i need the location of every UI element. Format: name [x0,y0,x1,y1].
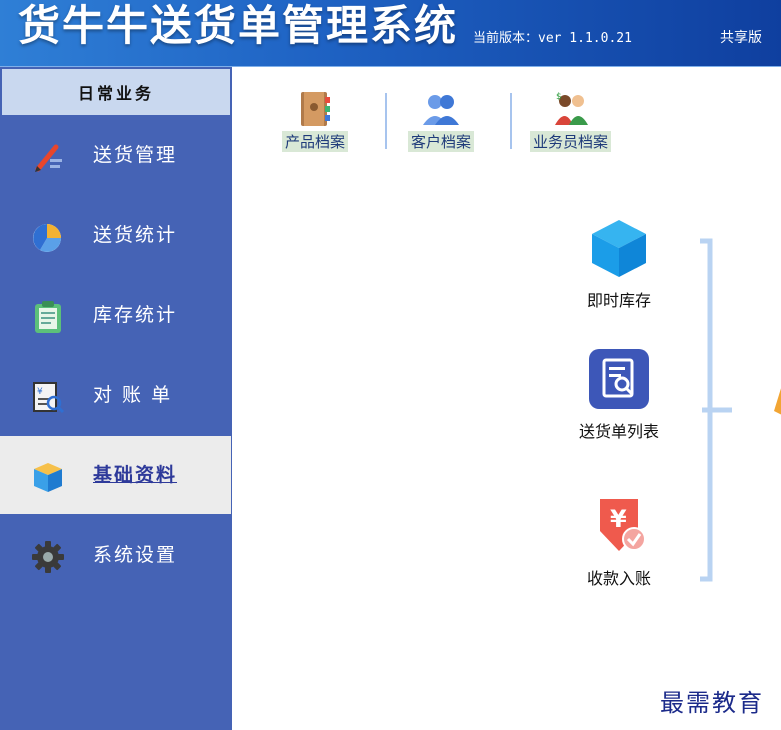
sidebar-item-inventory-statistics[interactable]: 库存统计 [0,276,231,354]
app-title: 货牛牛送货单管理系统 [18,1,459,50]
toolbar-item-label: 产品档案 [282,131,349,152]
customer-archive-button[interactable]: 客户档案 [408,89,475,152]
flow-item-label: 收款入账 [586,569,651,588]
cube-icon [592,220,646,277]
sidebar: 日常业务 送货管理 送货统计 库存统计 [0,67,232,730]
toolbar-divider [385,93,387,149]
statement-search-icon: ¥ [33,382,65,414]
pie-chart-icon [33,224,61,252]
arrow-fragment-icon [774,388,781,415]
sidebar-item-basic-data[interactable]: 基础资料 [0,436,231,514]
sidebar-item-delivery-management[interactable]: 送货管理 [0,116,231,194]
payment-receipt-button[interactable]: ¥ 收款入账 [572,495,666,589]
sidebar-item-system-settings[interactable]: 系统设置 [0,516,231,594]
sidebar-item-label: 送货管理 [93,144,178,166]
document-search-icon [589,349,649,409]
basic-data-toolbar: 产品档案 客户档案 $ 业务员档案 [232,67,781,167]
flow-bracket [700,238,732,582]
clipboard-icon [35,301,61,333]
version-label: 当前版本：ver 1.1.0.21 [473,31,632,46]
realtime-inventory-button[interactable]: 即时库存 [572,217,666,311]
sidebar-item-label: 对 账 单 [93,384,173,406]
watermark-text: 最需教育 [660,689,764,717]
sidebar-item-label: 送货统计 [93,224,178,246]
sidebar-item-label: 基础资料 [93,464,178,486]
sidebar-section-title: 日常业务 [2,69,230,115]
edition-label: 共享版 [720,30,762,46]
box-icon [34,463,62,492]
toolbar-divider [510,93,512,149]
svg-text:¥: ¥ [610,505,627,533]
flow-item-label: 即时库存 [586,291,651,310]
salesperson-archive-button[interactable]: $ 业务员档案 [530,89,612,152]
flow-item-label: 送货单列表 [578,422,659,441]
yen-receipt-icon: ¥ [600,499,646,551]
svg-text:$: $ [556,92,562,102]
gear-icon [32,541,64,573]
main-content: 产品档案 客户档案 $ 业务员档案 [232,67,781,730]
delivery-list-button[interactable]: 送货单列表 [562,348,676,442]
toolbar-item-label: 业务员档案 [530,131,612,152]
toolbar-item-label: 客户档案 [408,131,475,152]
address-book-icon [301,92,330,126]
pen-icon [35,144,62,172]
product-archive-button[interactable]: 产品档案 [282,89,349,152]
title-bar: 货牛牛送货单管理系统 当前版本：ver 1.1.0.21 共享版 [0,0,781,67]
sidebar-item-delivery-statistics[interactable]: 送货统计 [0,196,231,274]
salesperson-icon: $ [554,92,588,125]
users-icon [423,95,459,125]
sidebar-item-label: 系统设置 [93,544,178,566]
sidebar-item-statement[interactable]: ¥ 对 账 单 [0,356,231,434]
svg-text:¥: ¥ [37,387,43,397]
sidebar-item-label: 库存统计 [93,304,178,326]
